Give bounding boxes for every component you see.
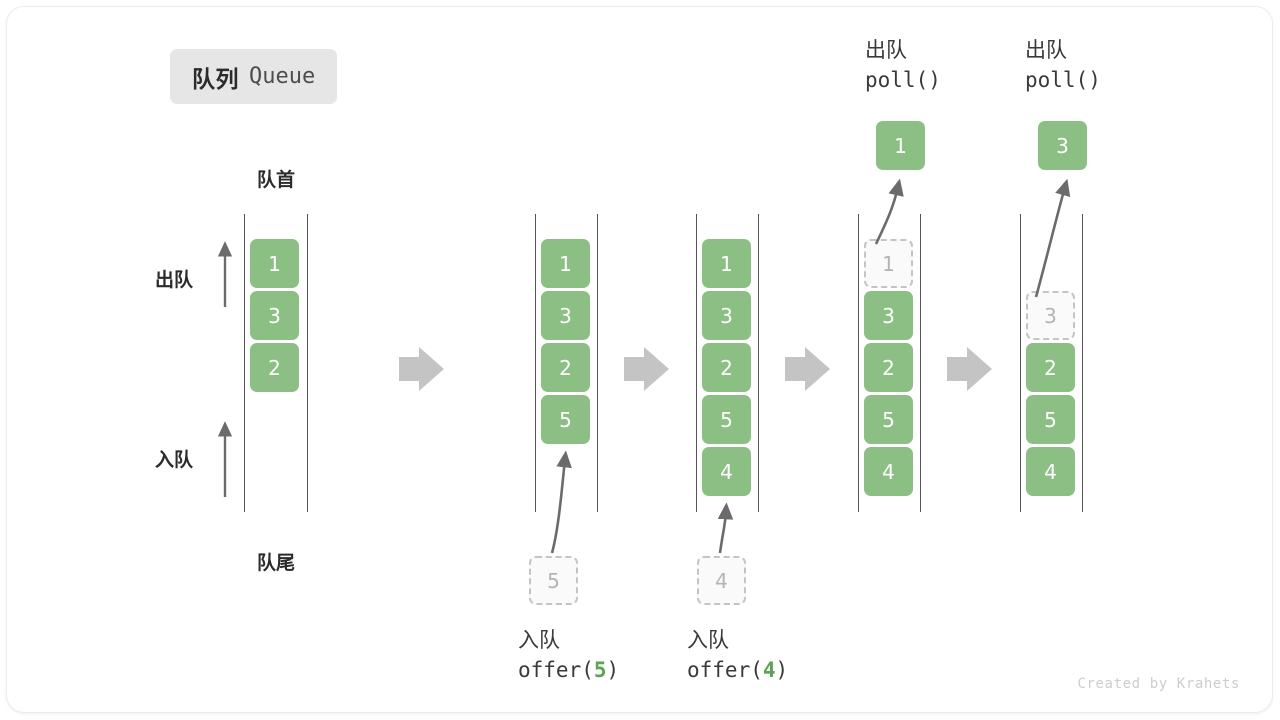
operation-label-poll-1: 出队 poll() <box>865 36 941 96</box>
call-prefix: poll( <box>1025 67 1089 92</box>
operation-call: offer(5) <box>518 656 619 686</box>
queue-element: 3 <box>864 291 913 340</box>
credit-text: Created by Krahets <box>1077 676 1240 692</box>
queue-rail-left <box>244 214 245 512</box>
call-suffix: ) <box>928 67 941 92</box>
queue-rail-right <box>307 214 308 512</box>
poll-3-motion-arrow <box>1034 178 1071 298</box>
call-suffix: ) <box>775 657 789 682</box>
queue-element: 1 <box>250 239 299 288</box>
queue-rail-left <box>696 214 697 512</box>
queue-element: 2 <box>250 343 299 392</box>
queue-element: 3 <box>250 291 299 340</box>
queue-element: 4 <box>1026 447 1075 496</box>
queue-element: 5 <box>702 395 751 444</box>
queue-element: 2 <box>864 343 913 392</box>
queue-rail-left <box>858 214 859 512</box>
tail-label: 队尾 <box>256 553 295 574</box>
call-suffix: ) <box>606 657 620 682</box>
popped-element: 3 <box>1038 121 1087 170</box>
queue-element: 5 <box>864 395 913 444</box>
queue-rail-right <box>920 214 921 512</box>
title-english: Queue <box>249 64 316 89</box>
poll-1-motion-arrow <box>874 178 904 245</box>
operation-call: poll() <box>865 66 941 96</box>
operation-name: 出队 <box>865 39 907 62</box>
diagram-stage: 队列 Queue 队首 队尾 1 3 2 出队 入队 1 3 2 5 5 入队 … <box>7 7 1272 712</box>
queue-rail-left <box>535 214 536 512</box>
transition-arrow <box>399 347 444 391</box>
head-label: 队首 <box>256 170 295 191</box>
transition-arrow <box>947 347 992 391</box>
call-prefix: offer( <box>518 657 594 682</box>
arrows-overlay <box>217 178 1071 554</box>
operation-label-poll-3: 出队 poll() <box>1025 36 1101 96</box>
call-prefix: poll( <box>865 67 929 92</box>
queue-element: 3 <box>702 291 751 340</box>
offer-5-motion-arrow <box>550 450 572 554</box>
queue-rail-right <box>597 214 598 512</box>
queue-element: 2 <box>541 343 590 392</box>
queue-element: 2 <box>702 343 751 392</box>
title-badge: 队列 Queue <box>170 49 338 104</box>
diagram-card: 队列 Queue 队首 队尾 1 3 2 出队 入队 1 3 2 5 5 入队 … <box>6 6 1273 713</box>
enqueue-direction-label: 入队 <box>155 450 194 471</box>
queue-element: 1 <box>702 239 751 288</box>
operation-name: 出队 <box>1025 39 1067 62</box>
operation-label-offer-5: 入队 offer(5) <box>518 626 619 686</box>
call-argument: 4 <box>762 657 776 682</box>
operation-label-offer-4: 入队 offer(4) <box>687 626 788 686</box>
operation-name: 入队 <box>687 629 729 652</box>
transition-arrow <box>624 347 669 391</box>
queue-element: 1 <box>541 239 590 288</box>
queue-element: 2 <box>1026 343 1075 392</box>
popped-element: 1 <box>876 121 925 170</box>
queue-rail-right <box>758 214 759 512</box>
offer-4-motion-arrow <box>717 502 734 554</box>
operation-call: poll() <box>1025 66 1101 96</box>
dequeue-direction-label: 出队 <box>155 270 194 291</box>
transition-arrow <box>785 347 830 391</box>
operation-call: offer(4) <box>687 656 788 686</box>
title-chinese: 队列 <box>192 65 239 92</box>
operation-name: 入队 <box>518 629 560 652</box>
queue-element: 5 <box>541 395 590 444</box>
queue-rail-left <box>1020 214 1021 512</box>
queue-element-ghost: 3 <box>1026 291 1075 340</box>
call-prefix: offer( <box>687 657 763 682</box>
queue-element: 5 <box>1026 395 1075 444</box>
queue-element: 4 <box>864 447 913 496</box>
queue-element-ghost: 1 <box>864 239 913 288</box>
queue-element: 3 <box>541 291 590 340</box>
call-argument: 5 <box>593 657 607 682</box>
incoming-element-ghost: 5 <box>529 556 578 605</box>
queue-rail-right <box>1082 214 1083 512</box>
queue-element: 4 <box>702 447 751 496</box>
call-suffix: ) <box>1088 67 1101 92</box>
incoming-element-ghost: 4 <box>697 556 746 605</box>
